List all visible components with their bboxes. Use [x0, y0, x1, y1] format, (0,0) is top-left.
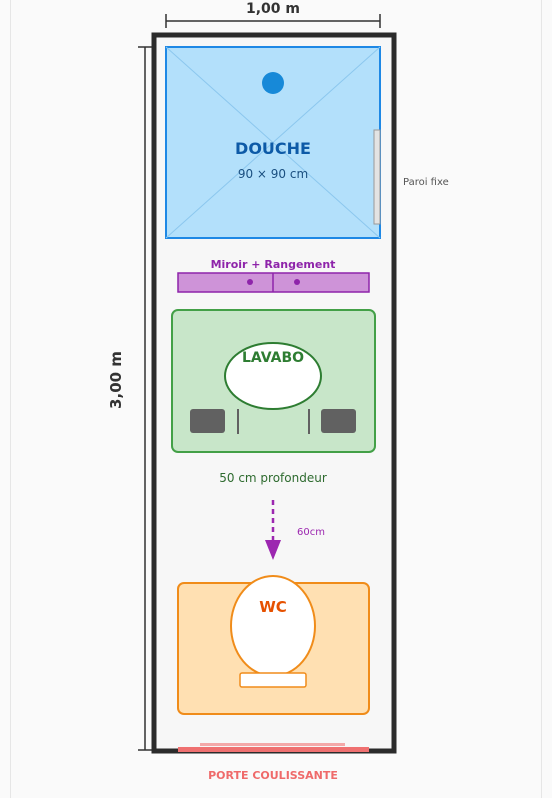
toilet-tank — [239, 672, 307, 688]
arrow-down-icon — [265, 540, 281, 560]
sink-vanity: LAVABO — [171, 309, 376, 453]
height-dimension: 3,00 m — [107, 46, 152, 751]
door-label: PORTE COULISSANTE — [208, 769, 338, 782]
clearance-indicator: 60cm — [265, 500, 325, 560]
wc-area: WC — [177, 575, 370, 715]
drawer-handle-left — [190, 409, 225, 433]
sliding-door: PORTE COULISSANTE — [178, 743, 369, 782]
clearance-label: 60cm — [297, 527, 325, 538]
shower-area: DOUCHE 90 × 90 cm — [165, 46, 381, 239]
height-label: 3,00 m — [107, 351, 125, 409]
drawer-handle-right — [321, 409, 356, 433]
wc-label: WC — [259, 598, 287, 616]
mirror-knob-left — [247, 279, 253, 285]
width-label: 1,00 m — [246, 1, 300, 17]
sink-depth-label: 50 cm profondeur — [219, 471, 327, 485]
shower-title: DOUCHE — [235, 139, 311, 158]
mirror-knob-right — [294, 279, 300, 285]
toilet-bowl — [230, 575, 316, 677]
fixed-glass-panel — [373, 129, 381, 225]
shower-drain-icon — [262, 72, 284, 94]
fixed-panel-label: Paroi fixe — [403, 177, 449, 188]
shower-size: 90 × 90 cm — [238, 167, 308, 181]
sink-basin — [224, 342, 322, 410]
mirror-storage: Miroir + Rangement — [177, 258, 370, 293]
mirror-label: Miroir + Rangement — [211, 258, 336, 271]
width-dimension: 1,00 m — [165, 1, 381, 28]
sink-label: LAVABO — [242, 350, 304, 366]
